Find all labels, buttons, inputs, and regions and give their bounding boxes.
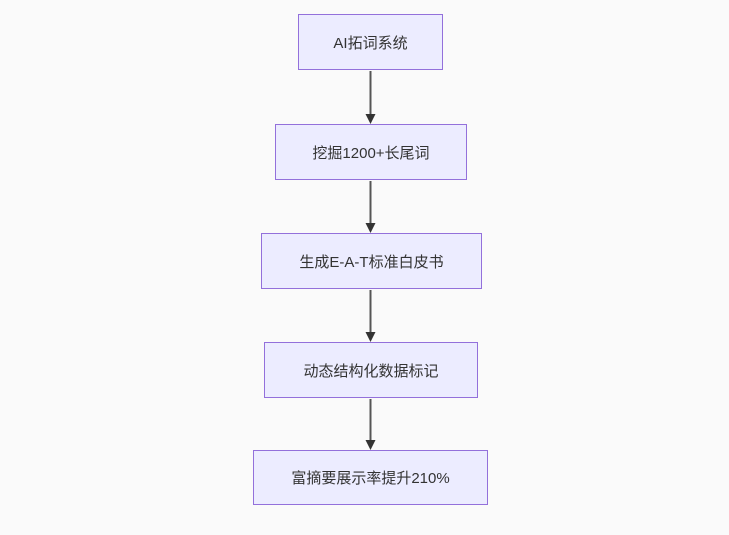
flow-node-dynamic-structured-data-markup: 动态结构化数据标记: [264, 342, 478, 398]
flow-node-label: AI拓词系统: [333, 34, 408, 52]
flow-node-rich-snippet-rate-increase: 富摘要展示率提升210%: [253, 450, 488, 505]
flow-node-generate-eat-whitepaper: 生成E-A-T标准白皮书: [261, 233, 482, 289]
flow-arrow-d-e: [365, 399, 376, 450]
flow-node-mine-longtail-keywords: 挖掘1200+长尾词: [275, 124, 467, 180]
flow-node-ai-word-expansion-system: AI拓词系统: [298, 14, 443, 70]
flow-arrow-a-b: [365, 71, 376, 124]
flow-node-label: 生成E-A-T标准白皮书: [299, 253, 444, 271]
flow-arrow-c-d: [365, 290, 376, 342]
flow-node-label: 挖掘1200+长尾词: [312, 144, 430, 162]
flow-arrow-b-c: [365, 181, 376, 233]
flow-node-label: 富摘要展示率提升210%: [291, 470, 450, 487]
flow-node-label: 动态结构化数据标记: [303, 362, 439, 380]
